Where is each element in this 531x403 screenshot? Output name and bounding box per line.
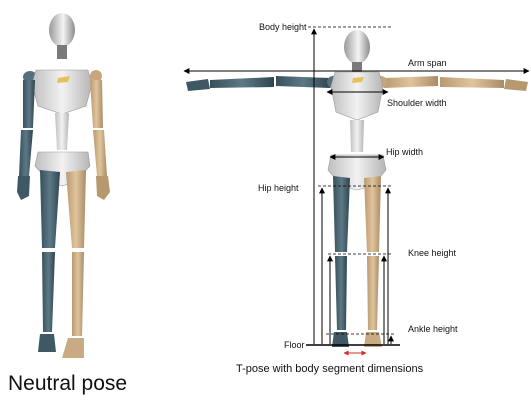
neutral-right-forearm [93, 130, 107, 176]
neutral-right-hand [96, 176, 110, 200]
tpose-left-shin [335, 256, 347, 330]
tpose-spine [350, 120, 364, 152]
neutral-head [49, 13, 75, 47]
label-knee-height: Knee height [408, 248, 457, 258]
tpose-right-forearm [440, 77, 504, 88]
tpose-right-hand [504, 79, 528, 91]
caption-neutral-pose: Neutral pose [8, 372, 127, 396]
caption-t-pose: T-pose with body segment dimensions [236, 363, 423, 375]
neutral-left-forearm [19, 130, 33, 176]
label-hip-width: Hip width [386, 147, 423, 157]
neutral-left-hand [17, 176, 30, 200]
neutral-chest [32, 70, 92, 114]
tpose-head [344, 30, 370, 64]
neutral-left-thigh [40, 170, 60, 248]
neutral-left-shin [42, 252, 55, 332]
label-hip-height: Hip height [258, 183, 299, 193]
t-pose-figure [186, 30, 528, 347]
tpose-right-upper-arm [384, 76, 438, 88]
neutral-pose-figure [17, 13, 110, 358]
neutral-right-shin [72, 252, 84, 336]
neutral-left-upper-arm [23, 80, 35, 128]
tpose-left-upper-arm [276, 76, 330, 88]
label-floor: Floor [284, 340, 305, 350]
label-ankle-height: Ankle height [408, 324, 458, 334]
tpose-right-thigh [364, 176, 381, 252]
label-body-height: Body height [259, 22, 307, 32]
neutral-right-upper-arm [90, 80, 103, 128]
neutral-right-foot [62, 338, 84, 358]
tpose-left-forearm [210, 77, 274, 88]
neutral-right-thigh [66, 170, 86, 248]
tpose-left-hand [186, 79, 210, 91]
label-shoulder-width: Shoulder width [387, 98, 447, 108]
tpose-right-shin [367, 256, 379, 330]
neutral-spine [55, 113, 69, 150]
neutral-neck [57, 45, 67, 59]
tpose-left-thigh [333, 176, 350, 252]
label-arm-span: Arm span [408, 58, 447, 68]
neutral-left-foot [38, 334, 56, 352]
